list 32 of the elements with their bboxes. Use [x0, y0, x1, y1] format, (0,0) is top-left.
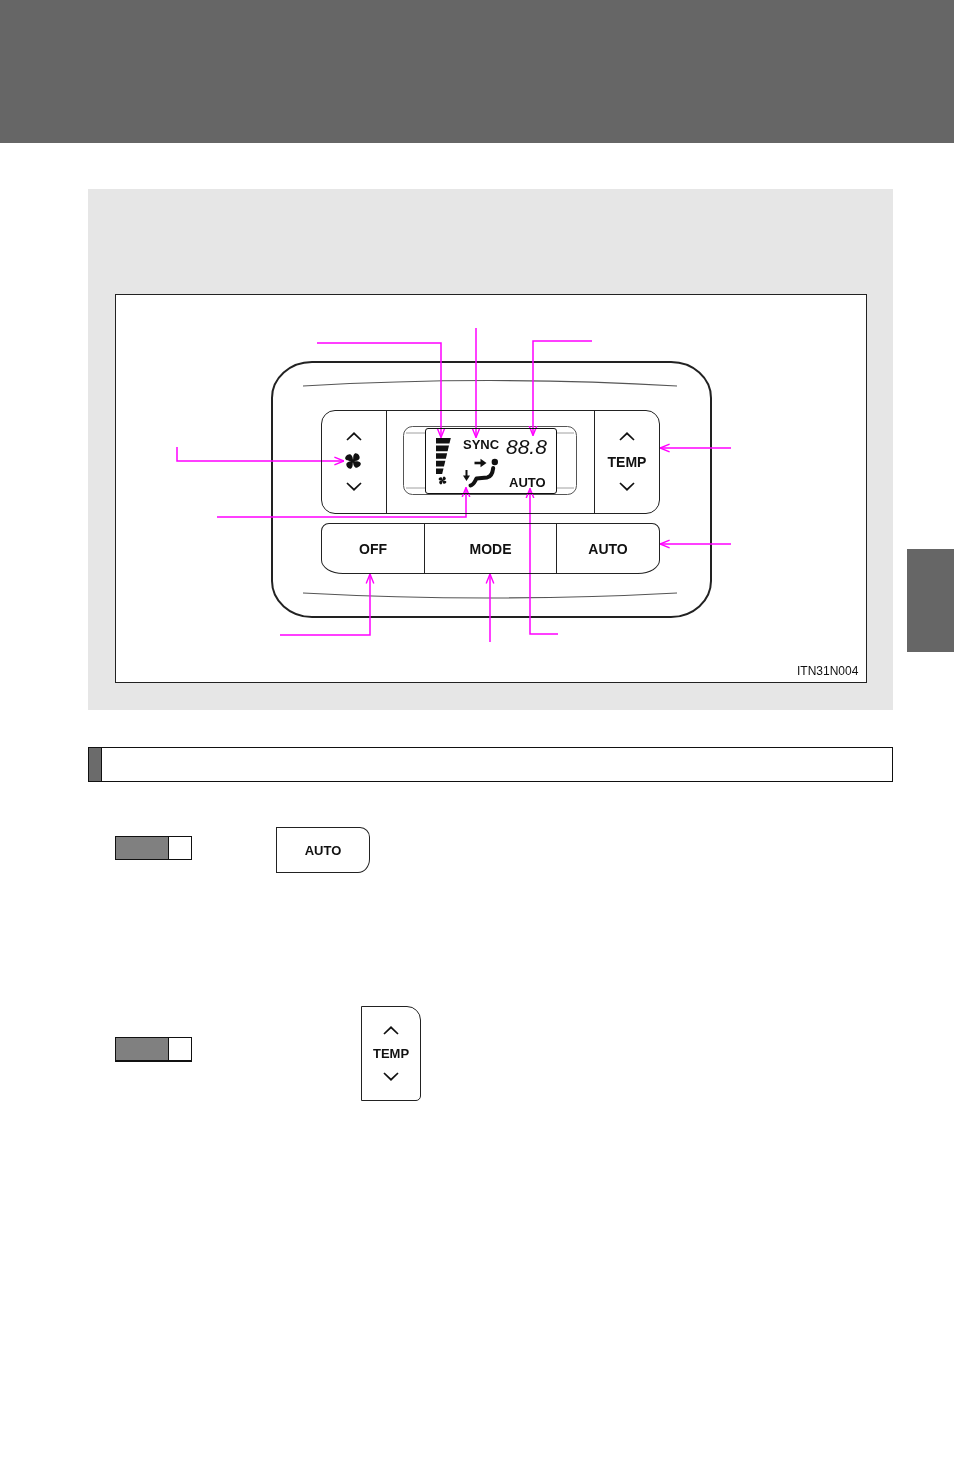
leader-line — [659, 539, 732, 549]
auto-indicator: AUTO — [509, 475, 547, 489]
temperature-readout: 88.8 — [506, 435, 552, 458]
leader-line — [528, 340, 593, 437]
leader-line — [471, 327, 481, 439]
leader-line — [176, 446, 345, 466]
leader-line — [316, 342, 446, 439]
sync-indicator: SYNC — [463, 437, 501, 451]
temp-label: TEMP — [606, 454, 648, 470]
fan-icon — [344, 452, 362, 470]
temp-button — [361, 1006, 421, 1101]
leader-line — [279, 573, 375, 636]
leader-line — [485, 573, 495, 643]
off-button: OFF — [321, 523, 425, 574]
step-marker — [115, 836, 192, 860]
mode-button: MODE — [424, 523, 557, 574]
auto-button: AUTO — [556, 523, 660, 574]
display-screen — [425, 427, 557, 494]
display-housing — [386, 410, 595, 514]
leader-line — [659, 443, 732, 453]
temp-label: TEMP — [371, 1046, 411, 1062]
side-tab — [907, 549, 954, 652]
bar-graph-icon — [436, 437, 451, 474]
seated-person-icon — [462, 457, 499, 488]
leader-line — [525, 487, 559, 635]
fan-button — [321, 410, 387, 514]
step-marker — [115, 1037, 192, 1062]
auto-button: AUTO — [276, 827, 370, 873]
figure-code: ITN31N004 — [797, 664, 859, 678]
leader-line — [216, 486, 471, 518]
temp-button — [594, 410, 660, 514]
section-heading-bar — [88, 747, 893, 782]
